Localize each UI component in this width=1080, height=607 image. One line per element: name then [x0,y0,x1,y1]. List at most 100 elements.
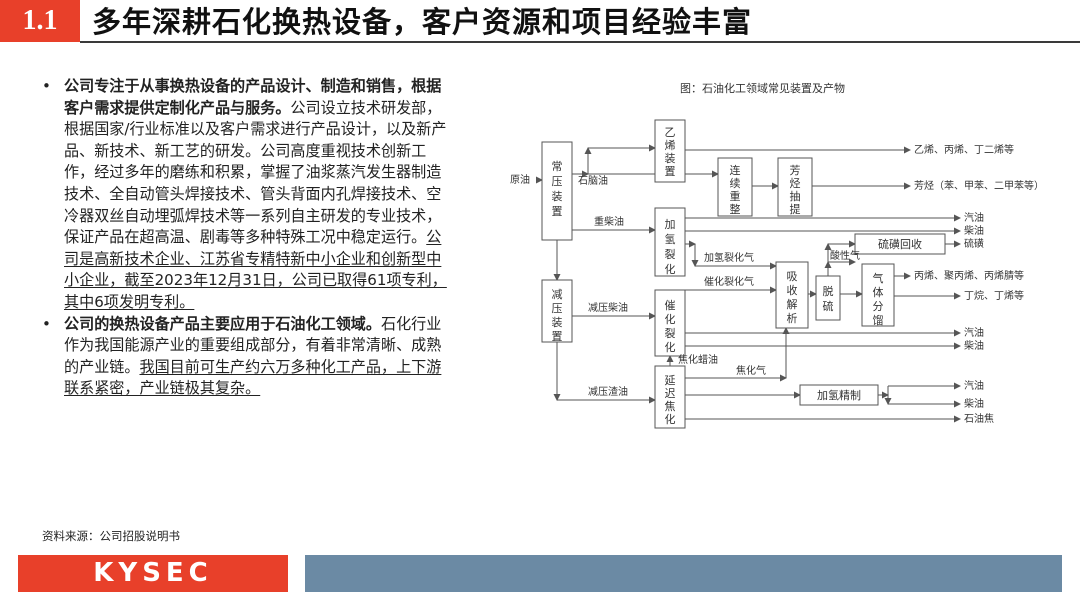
hydrocracking-label-4: 化 [665,262,676,276]
hc-gas-label: 加氢裂化气 [704,251,754,264]
reforming-label-3: 重 [730,189,741,203]
bullet-1-bold: 公司专注于从事换热设备的产品设计、制造和销售，根据客户需求提供定制化产品与服务。 [64,77,442,117]
product-gasoline-3: 汽油 [964,379,984,392]
source-note: 资料来源：公司招股说明书 [42,529,180,543]
crude-oil-label: 原油 [510,173,530,186]
sulfur-recovery-box [854,233,946,255]
bullet-2-bold: 公司的换热设备产品主要应用于石油化工领域。 [64,314,381,333]
footer-bar [305,555,1062,592]
flow-arrows [536,144,961,423]
unit-boxes [541,119,946,429]
fcc-label-3: 裂 [665,327,676,340]
coking-label-1: 延 [665,374,676,387]
reforming-unit-box [717,157,753,217]
hydrocracking-label-2: 氢 [665,232,676,246]
product-olefins: 乙烯、丙烯、丁二烯等 [914,143,1014,156]
coking-box [654,365,686,429]
atmos-unit-box [541,141,573,241]
bullet-1-text: 公司设立技术研发部，根据国家/行业标准以及客户需求进行产品设计，以及新产品、新技… [64,98,447,247]
stream-labels: 原油 石脑油 重柴油 减压柴油 减压渣油 加氢裂化气 催化裂化气 焦化蜡油 焦化… [510,173,860,398]
hydrorefining-box [799,384,879,406]
bullet-paragraph-2: • 公司的换热设备产品主要应用于石油化工领域。石化行业作为我国能源产业的重要组成部… [40,314,452,400]
vacuum-label-3: 装 [552,316,563,329]
gas-sep-label-4: 馏 [873,313,884,327]
fcc-label-2: 化 [665,312,676,326]
atmos-label-1: 常 [552,160,563,173]
hydrocracking-box [654,207,686,277]
ethylene-unit-box [654,119,686,183]
header-divider [80,41,1080,43]
absorption-label-3: 解 [787,297,798,311]
product-labels: 乙烯、丙烯、丁二烯等 芳烃（苯、甲苯、二甲苯等） 汽油 柴油 硫磺 丙烯、聚丙烯… [914,143,1044,425]
coking-label-2: 迟 [665,387,676,400]
aromatics-ext-label-4: 提 [790,203,801,216]
aromatics-ext-label-2: 烃 [790,177,801,190]
product-diesel-2: 柴油 [964,339,984,352]
vacuum-diesel-label: 减压柴油 [588,301,628,314]
aromatics-ext-label-1: 芳 [790,163,801,177]
heavy-diesel-label: 重柴油 [594,215,624,228]
fcc-label-1: 催 [665,298,676,312]
vacuum-unit-box [541,279,573,343]
bullet-2-underlined: 我国目前可生产约六万多种化工产品，上下游联系紧密，产业链极其复杂。 [64,357,442,398]
unit-labels: 常 压 装 置 乙 烯 装 置 连 续 重 整 芳 烃 抽 提 减 压 装 置 … [552,126,923,426]
naphtha-label: 石脑油 [578,174,608,187]
product-aromatics: 芳烃（苯、甲苯、二甲苯等） [914,179,1044,192]
atmos-label-3: 装 [552,190,563,203]
atmos-label-2: 压 [552,175,563,188]
coking-label-3: 焦 [665,400,676,413]
gas-sep-label-2: 体 [873,285,884,299]
coking-label-4: 化 [665,412,676,426]
atmos-label-4: 置 [552,205,563,218]
product-diesel-1: 柴油 [964,224,984,237]
aromatics-extraction-box [777,157,813,217]
product-gasoline-2: 汽油 [964,326,984,339]
petrochemical-flow-diagram: 常 压 装 置 乙 烯 装 置 连 续 重 整 芳 烃 抽 提 减 压 装 置 … [510,119,1044,429]
absorption-label-1: 吸 [787,270,798,283]
reforming-label-4: 整 [730,202,741,216]
slide-title: 多年深耕石化换热设备，客户资源和项目经验丰富 [92,5,753,39]
product-propylene: 丙烯、聚丙烯、丙烯腈等 [914,269,1024,282]
acid-gas-label: 酸性气 [830,249,860,262]
bullet-icon: • [42,314,51,333]
gas-sep-label-3: 分 [873,300,884,313]
product-diesel-3: 柴油 [964,397,984,410]
bullet-icon: • [42,77,51,95]
fcc-label-4: 化 [665,340,676,354]
hydrorefining-label: 加氢精制 [817,388,861,402]
absorption-box [775,261,809,329]
product-sulfur: 硫磺 [964,237,984,250]
ethylene-label-4: 置 [665,165,676,178]
fcc-box [654,289,686,357]
sulfur-recovery-label: 硫磺回收 [878,237,922,251]
desulf-label-2: 硫 [823,299,834,313]
ethylene-label-1: 乙 [665,126,676,139]
aromatics-ext-label-3: 抽 [790,189,801,203]
kysec-logo: KYSEC [18,555,288,592]
absorption-label-2: 收 [787,283,798,297]
reforming-label-2: 续 [730,176,741,190]
desulf-label-1: 脱 [823,284,834,298]
gas-sep-label-1: 气 [873,271,884,285]
vacuum-label-2: 压 [552,302,563,315]
reforming-label-1: 连 [730,164,741,177]
product-butane: 丁烷、丁烯等 [964,289,1024,302]
fcc-gas-label: 催化裂化气 [704,275,754,288]
hydrocracking-label-1: 加 [665,218,676,231]
ethylene-label-2: 烯 [665,139,676,152]
figure-caption: 图：石油化工领域常见装置及产物 [680,82,845,95]
ethylene-label-3: 装 [665,152,676,165]
coker-wax-label: 焦化蜡油 [678,353,718,366]
gas-separation-box [861,263,895,327]
desulf-box [815,275,841,321]
vacuum-label-4: 置 [552,330,563,343]
slide-header: 1.1 多年深耕石化换热设备，客户资源和项目经验丰富 [0,0,1080,46]
product-coke: 石油焦 [964,412,994,425]
hydrocracking-label-3: 裂 [665,248,676,261]
section-number-badge: 1.1 [0,0,80,42]
bullet-paragraph-1: • 公司专注于从事换热设备的产品设计、制造和销售，根据客户需求提供定制化产品与服务… [40,76,452,314]
bullet-1-underlined: 公司是高新技术企业、江苏省专精特新中小企业和创新型中小企业，截至2023年12月… [64,228,447,311]
vacuum-label-1: 减 [552,288,563,301]
coker-gas-label: 焦化气 [736,364,766,377]
bullet-2-text: 石化行业作为我国能源产业的重要组成部分，有着非常清晰、成熟的产业链。 [64,314,442,376]
